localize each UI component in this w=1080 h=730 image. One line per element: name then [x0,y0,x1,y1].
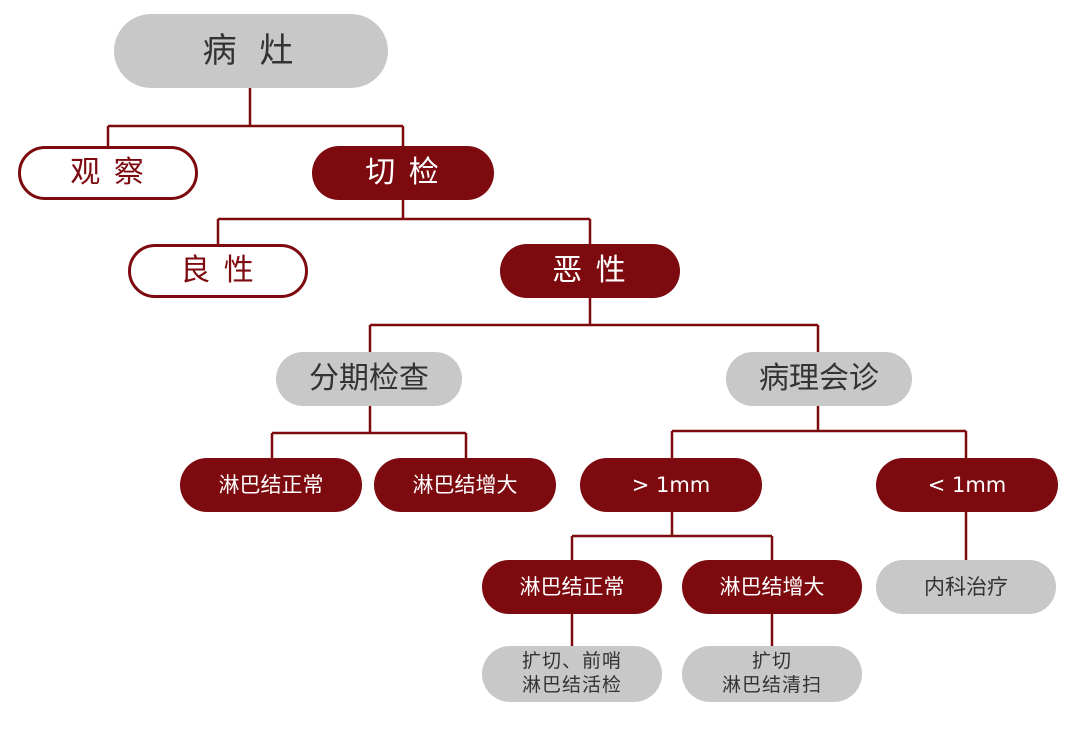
node-benign: 良 性 [128,244,308,298]
connector-malignant [368,298,820,352]
node-observe: 观 察 [18,146,198,200]
node-lymph-enlarged-a: 淋巴结增大 [374,458,556,512]
excision-dissection-line1: 扩切 [751,650,792,673]
excision-dissection-line2: 淋巴结清扫 [721,674,822,696]
connector-staging [270,406,468,458]
node-excision-biopsy: 切 检 [312,146,494,200]
node-wide-excision-sentinel-biopsy: 扩切、前哨 淋巴结活检 [482,646,662,702]
node-lymph-enlarged-b: 淋巴结增大 [682,560,862,614]
wide-excision-line1: 扩切、前哨 [521,650,622,673]
node-lesion: 病 灶 [114,14,388,88]
node-staging: 分期检查 [276,352,462,406]
connector-biopsy [216,200,592,244]
node-malignant: 恶 性 [500,244,680,298]
connector-lesion [106,88,405,146]
node-excision-lymph-dissection: 扩切 淋巴结清扫 [682,646,862,702]
connector-pathology [670,406,968,458]
node-lt-1mm: < 1mm [876,458,1058,512]
wide-excision-line2: 淋巴结活检 [521,674,622,696]
node-pathology-consult: 病理会诊 [726,352,912,406]
connector-gt1mm [570,512,774,560]
node-lymph-normal-b: 淋巴结正常 [482,560,662,614]
node-gt-1mm: > 1mm [580,458,762,512]
node-lymph-normal-a: 淋巴结正常 [180,458,362,512]
node-medical-treatment: 内科治疗 [876,560,1056,614]
